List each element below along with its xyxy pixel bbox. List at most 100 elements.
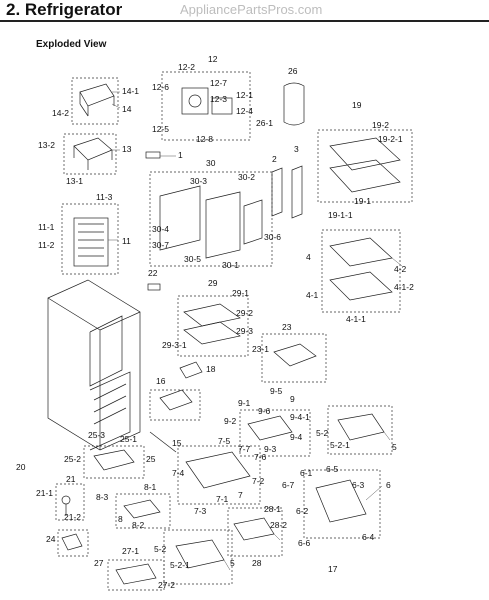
shelf-29-drawing	[183, 303, 241, 345]
ice-bucket-drawing	[73, 137, 113, 170]
callout-26: 26	[288, 66, 298, 76]
callout-30-5: 30-5	[184, 254, 201, 264]
callout-4-1: 4-1	[306, 290, 319, 300]
callout-9-3: 9-3	[264, 444, 277, 454]
callout-11-1: 11-1	[38, 222, 55, 232]
callout-11-3: 11-3	[96, 192, 113, 202]
callout-27-1: 27-1	[122, 546, 139, 556]
callout-11: 11	[122, 236, 131, 246]
callout-22: 22	[148, 268, 158, 278]
callout-8: 8	[118, 514, 123, 524]
callout-29-3-1: 29-3-1	[162, 340, 187, 350]
box-group-30	[149, 171, 273, 267]
callout-17: 17	[328, 564, 338, 574]
part-23-drawing	[273, 343, 317, 367]
callout-27: 27	[94, 558, 104, 568]
callout-29-1: 29-1	[232, 288, 249, 298]
callout-28: 28	[252, 558, 262, 568]
group-boxes	[55, 71, 413, 591]
box-group-6	[303, 469, 381, 539]
callout-5-2-bottom: 5-2	[154, 544, 167, 554]
callout-25-1: 25-1	[120, 434, 137, 444]
callout-29: 29	[208, 278, 218, 288]
callout-12-1: 12-1	[236, 90, 253, 100]
callout-25: 25	[146, 454, 156, 464]
callout-25-3: 25-3	[88, 430, 105, 440]
box-group-5-top	[327, 405, 393, 455]
callout-13: 13	[122, 144, 132, 154]
callout-20: 20	[16, 462, 26, 472]
callout-13-2: 13-2	[38, 140, 55, 150]
callout-1: 1	[178, 150, 183, 160]
callout-14-2: 14-2	[52, 108, 69, 118]
box-group-9	[239, 409, 311, 457]
rails-drawing	[271, 165, 303, 219]
callout-15: 15	[172, 438, 182, 448]
callout-14: 14	[122, 104, 132, 114]
callout-7-6: 7-6	[254, 452, 267, 462]
callout-30: 30	[206, 158, 216, 168]
leader-lines	[108, 91, 403, 571]
callout-27-2: 27-2	[158, 580, 175, 590]
callout-6-5: 6-5	[326, 464, 339, 474]
callout-4-2: 4-2	[394, 264, 407, 274]
callout-21-2: 21-2	[64, 512, 81, 522]
evaporator-cover-drawing	[159, 185, 263, 259]
callout-23-1: 23-1	[252, 344, 269, 354]
callout-12-8: 12-8	[196, 134, 213, 144]
refrigerator-cabinet-drawing	[47, 279, 141, 451]
callout-29-2: 29-2	[236, 308, 253, 318]
callout-9-6: 9-6	[258, 406, 271, 416]
parts-drawings	[47, 82, 401, 585]
watermark: AppliancePartsPros.com	[180, 2, 323, 17]
callout-13-1: 13-1	[66, 176, 83, 186]
callout-12-6: 12-6	[152, 82, 169, 92]
box-group-19	[317, 129, 413, 203]
box-group-4	[321, 229, 401, 313]
callout-9-1: 9-1	[238, 398, 251, 408]
callout-19: 19	[352, 100, 362, 110]
evaporator-drawing	[73, 217, 109, 267]
box-group-27	[107, 559, 165, 591]
callout-30-7: 30-7	[152, 240, 169, 250]
callout-7-4: 7-4	[172, 468, 185, 478]
callout-labels: 12 12-2 12-7 12-6 12-1 12-3 12-4 12-5 12…	[16, 54, 414, 590]
page-title: 2. Refrigerator	[6, 0, 123, 19]
callout-18: 18	[206, 364, 216, 374]
box-group-24	[57, 529, 89, 557]
callout-5-top: 5	[392, 442, 397, 452]
page-subtitle: Exploded View	[36, 39, 107, 50]
callout-30-3: 30-3	[190, 176, 207, 186]
callout-7-2: 7-2	[252, 476, 265, 486]
callout-6-6: 6-6	[298, 538, 311, 548]
callout-24: 24	[46, 534, 56, 544]
callout-28-1: 28-1	[264, 504, 281, 514]
box-group-23	[261, 333, 327, 383]
callout-23: 23	[282, 322, 292, 332]
small-parts-drawing	[61, 151, 385, 585]
box-group-12	[161, 71, 251, 141]
callout-9: 9	[290, 394, 295, 404]
callout-14-1: 14-1	[122, 86, 139, 96]
callout-21: 21	[66, 474, 76, 484]
callout-12-7: 12-7	[210, 78, 227, 88]
callout-5-bottom: 5	[230, 558, 235, 568]
callout-9-2: 9-2	[224, 416, 237, 426]
callout-16: 16	[156, 376, 166, 386]
callout-2: 2	[272, 154, 277, 164]
callout-7-5: 7-5	[218, 436, 231, 446]
callout-9-4-1: 9-4-1	[290, 412, 310, 422]
shelf-4-drawing	[329, 237, 393, 301]
callout-7-7: 7-7	[238, 444, 251, 454]
callout-30-2: 30-2	[238, 172, 255, 182]
callout-9-4: 9-4	[290, 432, 303, 442]
callout-8-2: 8-2	[132, 520, 145, 530]
box-group-11	[61, 203, 119, 275]
box-group-8	[115, 493, 171, 529]
callout-8-3: 8-3	[96, 492, 109, 502]
box-group-16	[149, 389, 201, 421]
callout-6-1: 6-1	[300, 468, 313, 478]
callout-8-1: 8-1	[144, 482, 157, 492]
callout-5-2-1-bottom: 5-2-1	[170, 560, 190, 570]
